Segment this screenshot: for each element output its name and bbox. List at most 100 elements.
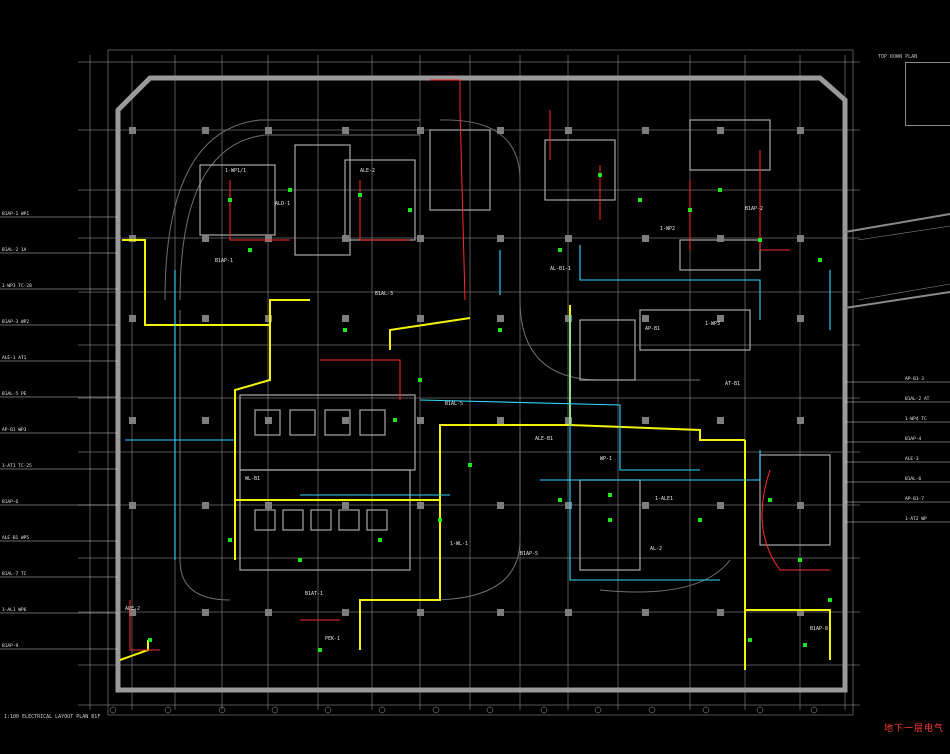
elevator-shaft (338, 509, 360, 531)
column (265, 502, 272, 509)
left-note: ALE-B1 WP5 (2, 535, 29, 541)
room-outline (199, 164, 276, 236)
label-18: B1AT-1 (305, 591, 323, 597)
room-outline (759, 454, 831, 546)
room-outline (294, 144, 351, 256)
room-outline (239, 469, 411, 571)
left-note: 1-AL1 WP6 (2, 607, 27, 613)
left-note: B1AL-2 1A (2, 247, 27, 253)
column (129, 235, 136, 242)
device-marker (818, 258, 822, 262)
label-4: B1AP-1 (215, 258, 233, 264)
column (202, 315, 209, 322)
label-8: B1AP-2 (745, 206, 763, 212)
grid-bubble (594, 706, 602, 714)
label-5: B1AL-3 (375, 291, 393, 297)
label-1: 1-WP1/1 (225, 168, 246, 174)
grid-bubble (378, 706, 386, 714)
cable-yellow (119, 239, 831, 670)
column (797, 315, 804, 322)
column (717, 609, 724, 616)
device-marker (228, 198, 232, 202)
column (565, 315, 572, 322)
device-marker (498, 328, 502, 332)
column (342, 315, 349, 322)
grid-bubble (810, 706, 818, 714)
right-note: 1-AT2 WP (905, 516, 927, 522)
room-outline (239, 394, 416, 471)
label-15: 1-WL-1 (450, 541, 468, 547)
column (342, 609, 349, 616)
room-outline (679, 239, 761, 271)
elevator-shaft (366, 509, 388, 531)
column (202, 235, 209, 242)
left-note: 1-WP3 TC-20 (2, 283, 32, 289)
grid-bubble (164, 706, 172, 714)
column (417, 127, 424, 134)
elevator-shaft (324, 409, 351, 436)
column (717, 502, 724, 509)
label-12: ALE-B1 (535, 436, 553, 442)
column (202, 417, 209, 424)
label-14: AT-B1 (725, 381, 740, 387)
title-block-text: TOP DOWN PLAN (878, 54, 918, 60)
room-outline (689, 119, 771, 171)
right-note: 1-WP4 TC (905, 416, 927, 422)
drawing-border (107, 49, 854, 716)
column (417, 235, 424, 242)
room-outline (429, 129, 491, 211)
column (797, 235, 804, 242)
room-outline (579, 319, 636, 381)
grid-bubble (540, 706, 548, 714)
device-marker (638, 198, 642, 202)
column (417, 609, 424, 616)
device-marker (298, 558, 302, 562)
column (565, 127, 572, 134)
elevator-shaft (282, 509, 304, 531)
column (717, 417, 724, 424)
grid-bubble (702, 706, 710, 714)
column (497, 315, 504, 322)
column (497, 235, 504, 242)
device-marker (598, 173, 602, 177)
title-block: TOP DOWN PLAN (878, 54, 950, 126)
label-6: AL-B1-1 (550, 266, 571, 272)
label-9: AP-B1 (645, 326, 660, 332)
column (642, 315, 649, 322)
grid-bubble (324, 706, 332, 714)
elevator-shaft (289, 409, 316, 436)
column (565, 609, 572, 616)
column (797, 609, 804, 616)
column (797, 127, 804, 134)
grid-lines (78, 49, 860, 716)
column (642, 127, 649, 134)
grid-bubble (756, 706, 764, 714)
label-7: 1-WP2 (660, 226, 675, 232)
elevator-shaft (254, 509, 276, 531)
column (565, 235, 572, 242)
right-note: AP-B1-7 (905, 496, 924, 502)
device-marker (768, 498, 772, 502)
elevator-shaft (359, 409, 386, 436)
device-markers (148, 173, 832, 652)
column (497, 609, 504, 616)
label-19: PEK-1 (325, 636, 340, 642)
column (565, 417, 572, 424)
bottom-note: 1:100 ELECTRICAL LAYOUT PLAN B1F (4, 714, 101, 720)
column (129, 315, 136, 322)
column (342, 235, 349, 242)
column (129, 502, 136, 509)
grid-bubble (432, 706, 440, 714)
column (265, 609, 272, 616)
device-marker (393, 418, 397, 422)
column (417, 502, 424, 509)
column (202, 609, 209, 616)
column (417, 315, 424, 322)
column (129, 127, 136, 134)
column (342, 502, 349, 509)
column (342, 417, 349, 424)
left-note: B1AL-7 TC (2, 571, 27, 577)
right-note: B1AL-2 AT (905, 396, 930, 402)
device-marker (148, 638, 152, 642)
